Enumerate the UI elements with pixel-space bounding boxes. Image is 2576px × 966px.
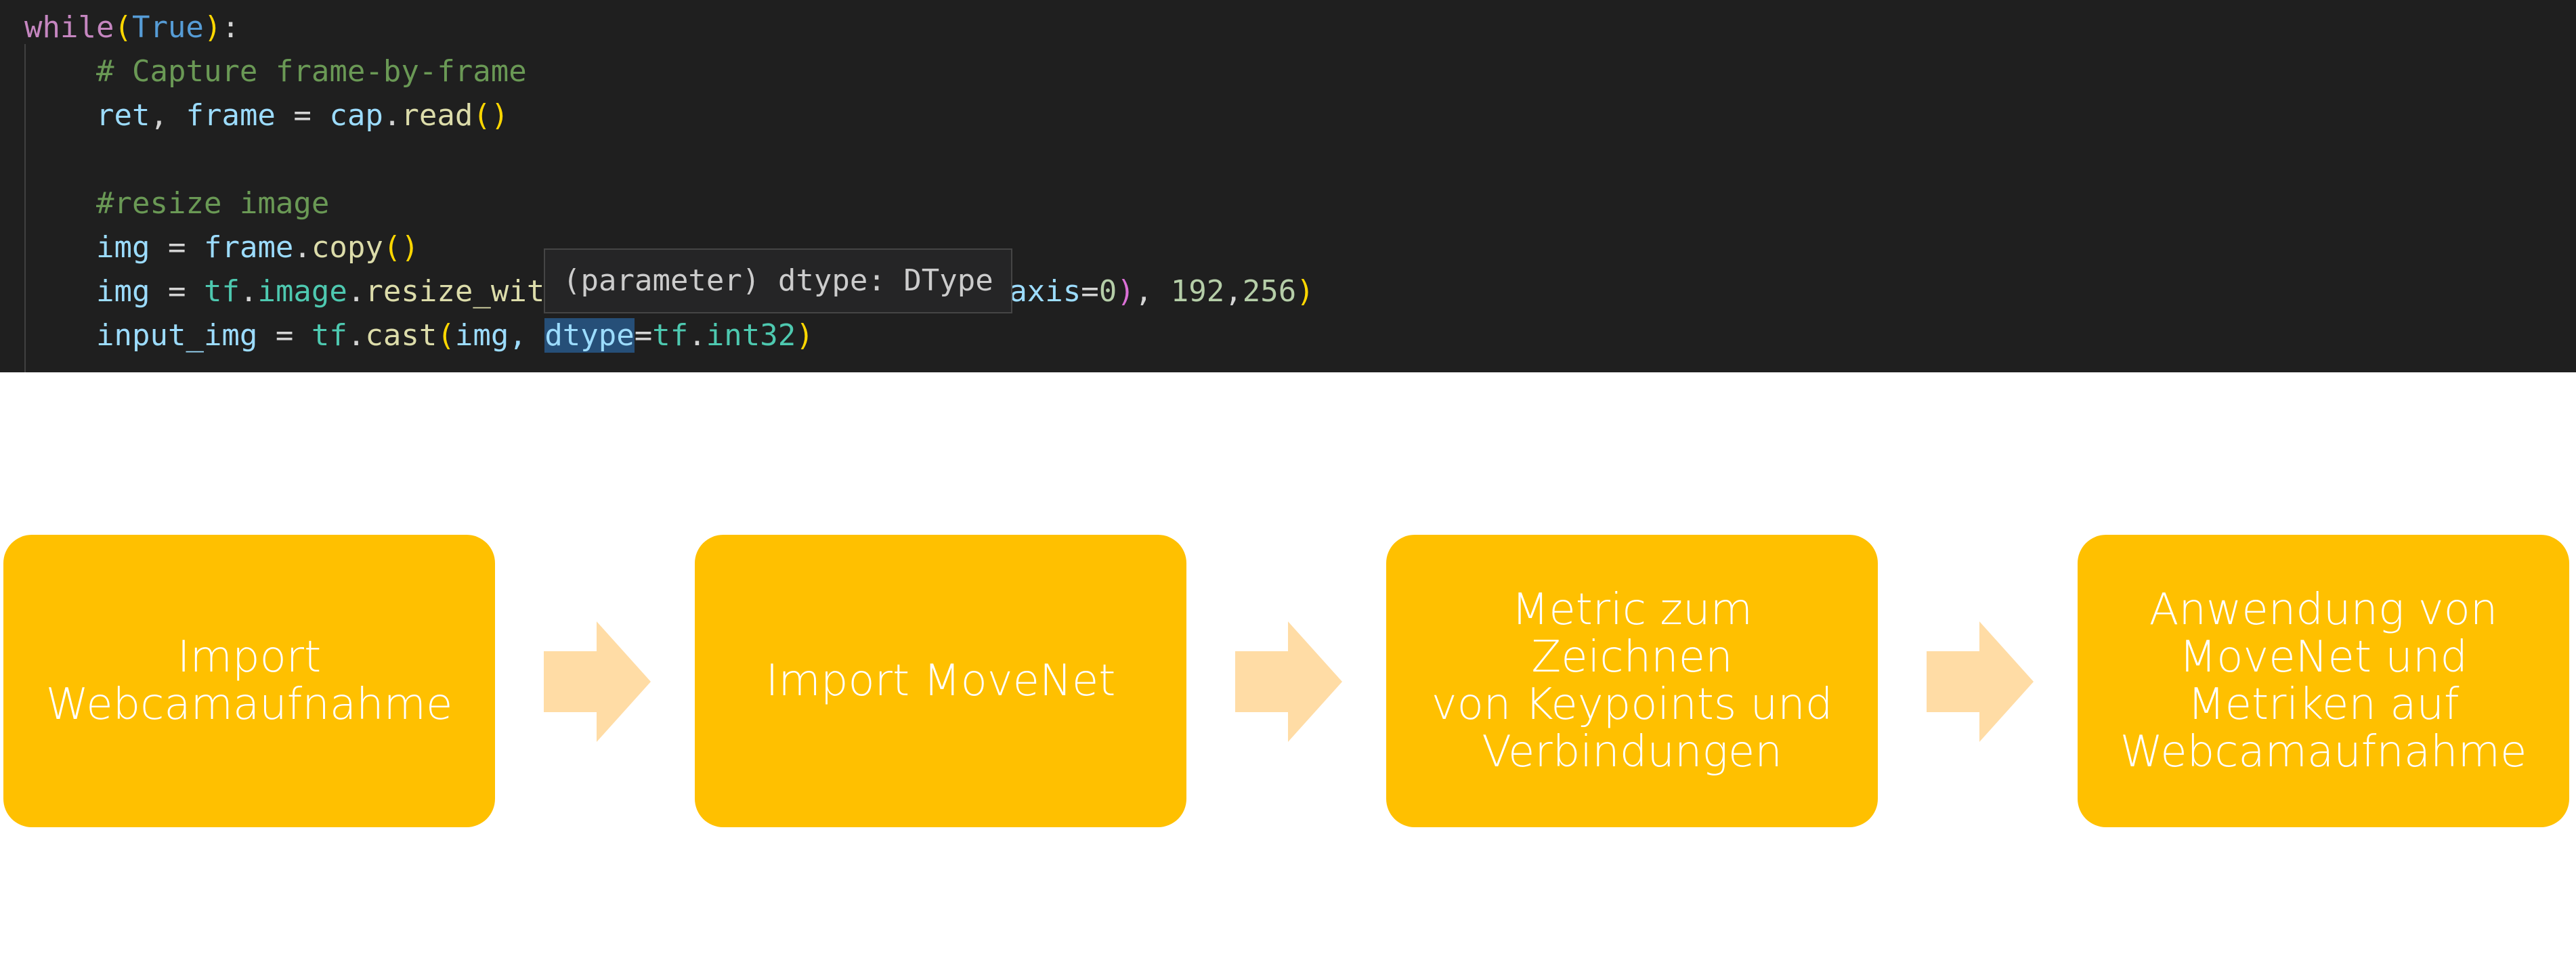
token-operator: = <box>257 318 312 353</box>
token-parameter-highlighted[interactable]: dtype <box>544 318 635 353</box>
token-builtin: True <box>131 10 204 45</box>
token-bracket: ( <box>383 230 402 265</box>
token-operator: = <box>1081 274 1099 309</box>
token-variable: frame <box>186 98 276 133</box>
flow-step-apply-movenet: Anwendung von MoveNet und Metriken auf W… <box>2078 535 2569 827</box>
token-bracket: ) <box>203 10 222 45</box>
indent-guide <box>24 44 26 372</box>
token-variable: img, <box>454 318 545 353</box>
token-bracket: ) <box>490 98 509 133</box>
token-bracket: ( <box>473 98 491 133</box>
token-punct: . <box>239 274 258 309</box>
token-punct: . <box>347 274 366 309</box>
code-line-5[interactable]: #resize image <box>24 181 329 226</box>
token-comment: # Capture frame-by-frame <box>96 54 527 89</box>
token-module: int32 <box>706 318 796 353</box>
code-line-8[interactable]: input_img = tf.cast(img, dtype=tf.int32) <box>24 313 814 358</box>
token-operator: = <box>275 98 330 133</box>
chevron-arrow-right-icon <box>544 621 651 742</box>
token-module: tf <box>203 274 240 309</box>
flow-step-label: Anwendung von MoveNet und Metriken auf W… <box>2120 585 2527 777</box>
token-comment: #resize image <box>96 186 330 221</box>
token-module: image <box>257 274 347 309</box>
token-punct: . <box>347 318 366 353</box>
token-variable: img <box>96 274 150 309</box>
token-bracket: ) <box>401 230 419 265</box>
token-punct: . <box>383 98 402 133</box>
code-line-3[interactable]: ret, frame = cap.read() <box>24 93 509 138</box>
token-function: read <box>401 98 473 133</box>
token-punct: , <box>150 98 186 133</box>
code-editor[interactable]: while(True): # Capture frame-by-frame re… <box>0 0 2576 372</box>
flow-step-metric-keypoints: Metric zum Zeichnen von Keypoints und Ve… <box>1386 535 1878 827</box>
token-punct: . <box>688 318 706 353</box>
hover-tooltip: (parameter) dtype: DType <box>544 248 1012 313</box>
token-colon: : <box>221 10 240 45</box>
token-operator: = <box>634 318 653 353</box>
flow-step-import-movenet: Import MoveNet <box>695 535 1186 827</box>
token-function: cast <box>365 318 437 353</box>
token-bracket: ) <box>1296 274 1314 309</box>
token-parameter: axis <box>1009 274 1081 309</box>
token-punct: . <box>293 230 312 265</box>
token-operator: = <box>150 274 204 309</box>
token-bracket: ) <box>796 318 814 353</box>
code-line-1[interactable]: while(True): <box>24 5 240 50</box>
token-variable: img <box>96 230 150 265</box>
chevron-arrow-right-icon <box>1235 621 1342 742</box>
token-variable: ret <box>96 98 150 133</box>
token-punct: , <box>1134 274 1171 309</box>
token-function: resize_wit <box>365 274 545 309</box>
token-number: 256 <box>1242 274 1297 309</box>
flow-step-label: Import Webcamaufnahme <box>45 632 453 730</box>
chevron-arrow-right-icon <box>1927 621 2034 742</box>
token-variable: input_img <box>96 318 258 353</box>
token-operator: = <box>150 230 204 265</box>
token-bracket: ( <box>114 10 132 45</box>
token-number: 192 <box>1170 274 1225 309</box>
flow-step-label: Import MoveNet <box>765 656 1116 706</box>
token-module: tf <box>311 318 347 353</box>
token-keyword: while <box>24 10 114 45</box>
token-function: copy <box>311 230 383 265</box>
token-number: 0 <box>1098 274 1117 309</box>
token-module: tf <box>652 318 689 353</box>
code-line-6[interactable]: img = frame.copy() <box>24 225 419 270</box>
flow-step-import-webcam: Import Webcamaufnahme <box>3 535 495 827</box>
code-line-2[interactable]: # Capture frame-by-frame <box>24 49 527 94</box>
token-variable: cap <box>329 98 383 133</box>
token-punct: , <box>1224 274 1243 309</box>
token-variable: frame <box>203 230 294 265</box>
flow-step-label: Metric zum Zeichnen von Keypoints und Ve… <box>1431 585 1833 777</box>
token-bracket: ( <box>437 318 455 353</box>
token-bracket: ) <box>1117 274 1135 309</box>
